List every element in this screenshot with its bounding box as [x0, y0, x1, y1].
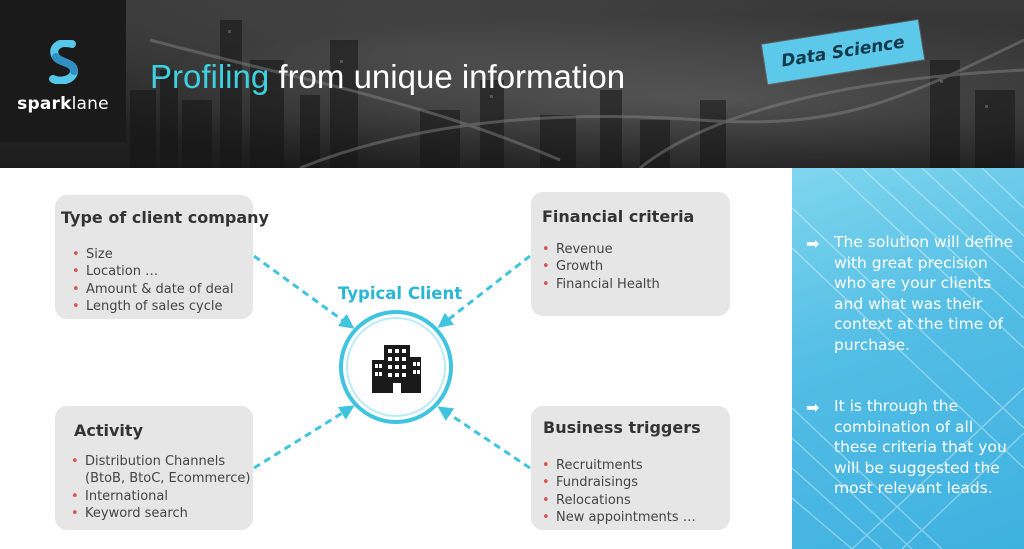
- list-item: Financial Health: [541, 276, 660, 293]
- list-item: Location …: [71, 263, 233, 280]
- box-business-triggers[interactable]: Business triggers Recruitments Fundraisi…: [531, 406, 730, 530]
- side-point-text: It is through the combination of all the…: [806, 396, 1018, 499]
- box-title: Type of client company: [61, 208, 269, 227]
- list-item: Amount & date of deal: [71, 281, 233, 298]
- box-financial-criteria[interactable]: Financial criteria Revenue Growth Financ…: [531, 192, 730, 316]
- list-item: Distribution Channels: [70, 453, 250, 470]
- list-item: International: [70, 488, 250, 505]
- list-item: Revenue: [541, 241, 660, 258]
- box-client-type[interactable]: Type of client company Size Location … A…: [55, 195, 253, 319]
- arrow-activity: [254, 407, 352, 468]
- arrow-right-icon: ➡: [806, 234, 819, 255]
- arrow-triggers: [440, 408, 530, 468]
- box-list: Distribution Channels (BtoB, BtoC, Ecomm…: [70, 453, 250, 522]
- box-activity[interactable]: Activity Distribution Channels (BtoB, Bt…: [55, 406, 253, 530]
- list-item: Recruitments: [541, 457, 696, 474]
- side-point: ➡ The solution will define with great pr…: [806, 232, 1018, 355]
- side-point: ➡ It is through the combination of all t…: [806, 396, 1018, 499]
- box-list: Revenue Growth Financial Health: [541, 241, 660, 293]
- list-item: Size: [71, 246, 233, 263]
- list-item: Growth: [541, 258, 660, 275]
- box-list: Recruitments Fundraisings Relocations Ne…: [541, 457, 696, 526]
- list-item: New appointments …: [541, 509, 696, 526]
- list-item-continuation: (BtoB, BtoC, Ecommerce): [70, 470, 250, 487]
- side-point-text: The solution will define with great prec…: [806, 232, 1018, 355]
- arrow-right-icon: ➡: [806, 398, 819, 419]
- typical-client-label: Typical Client: [338, 284, 458, 303]
- list-item: Keyword search: [70, 505, 250, 522]
- box-list: Size Location … Amount & date of deal Le…: [71, 246, 233, 315]
- list-item: Length of sales cycle: [71, 298, 233, 315]
- box-title: Activity: [74, 421, 143, 440]
- box-title: Financial criteria: [542, 207, 694, 226]
- list-item: Fundraisings: [541, 474, 696, 491]
- side-panel: ➡ The solution will define with great pr…: [792, 168, 1024, 549]
- box-title: Business triggers: [543, 418, 701, 437]
- list-item: Relocations: [541, 492, 696, 509]
